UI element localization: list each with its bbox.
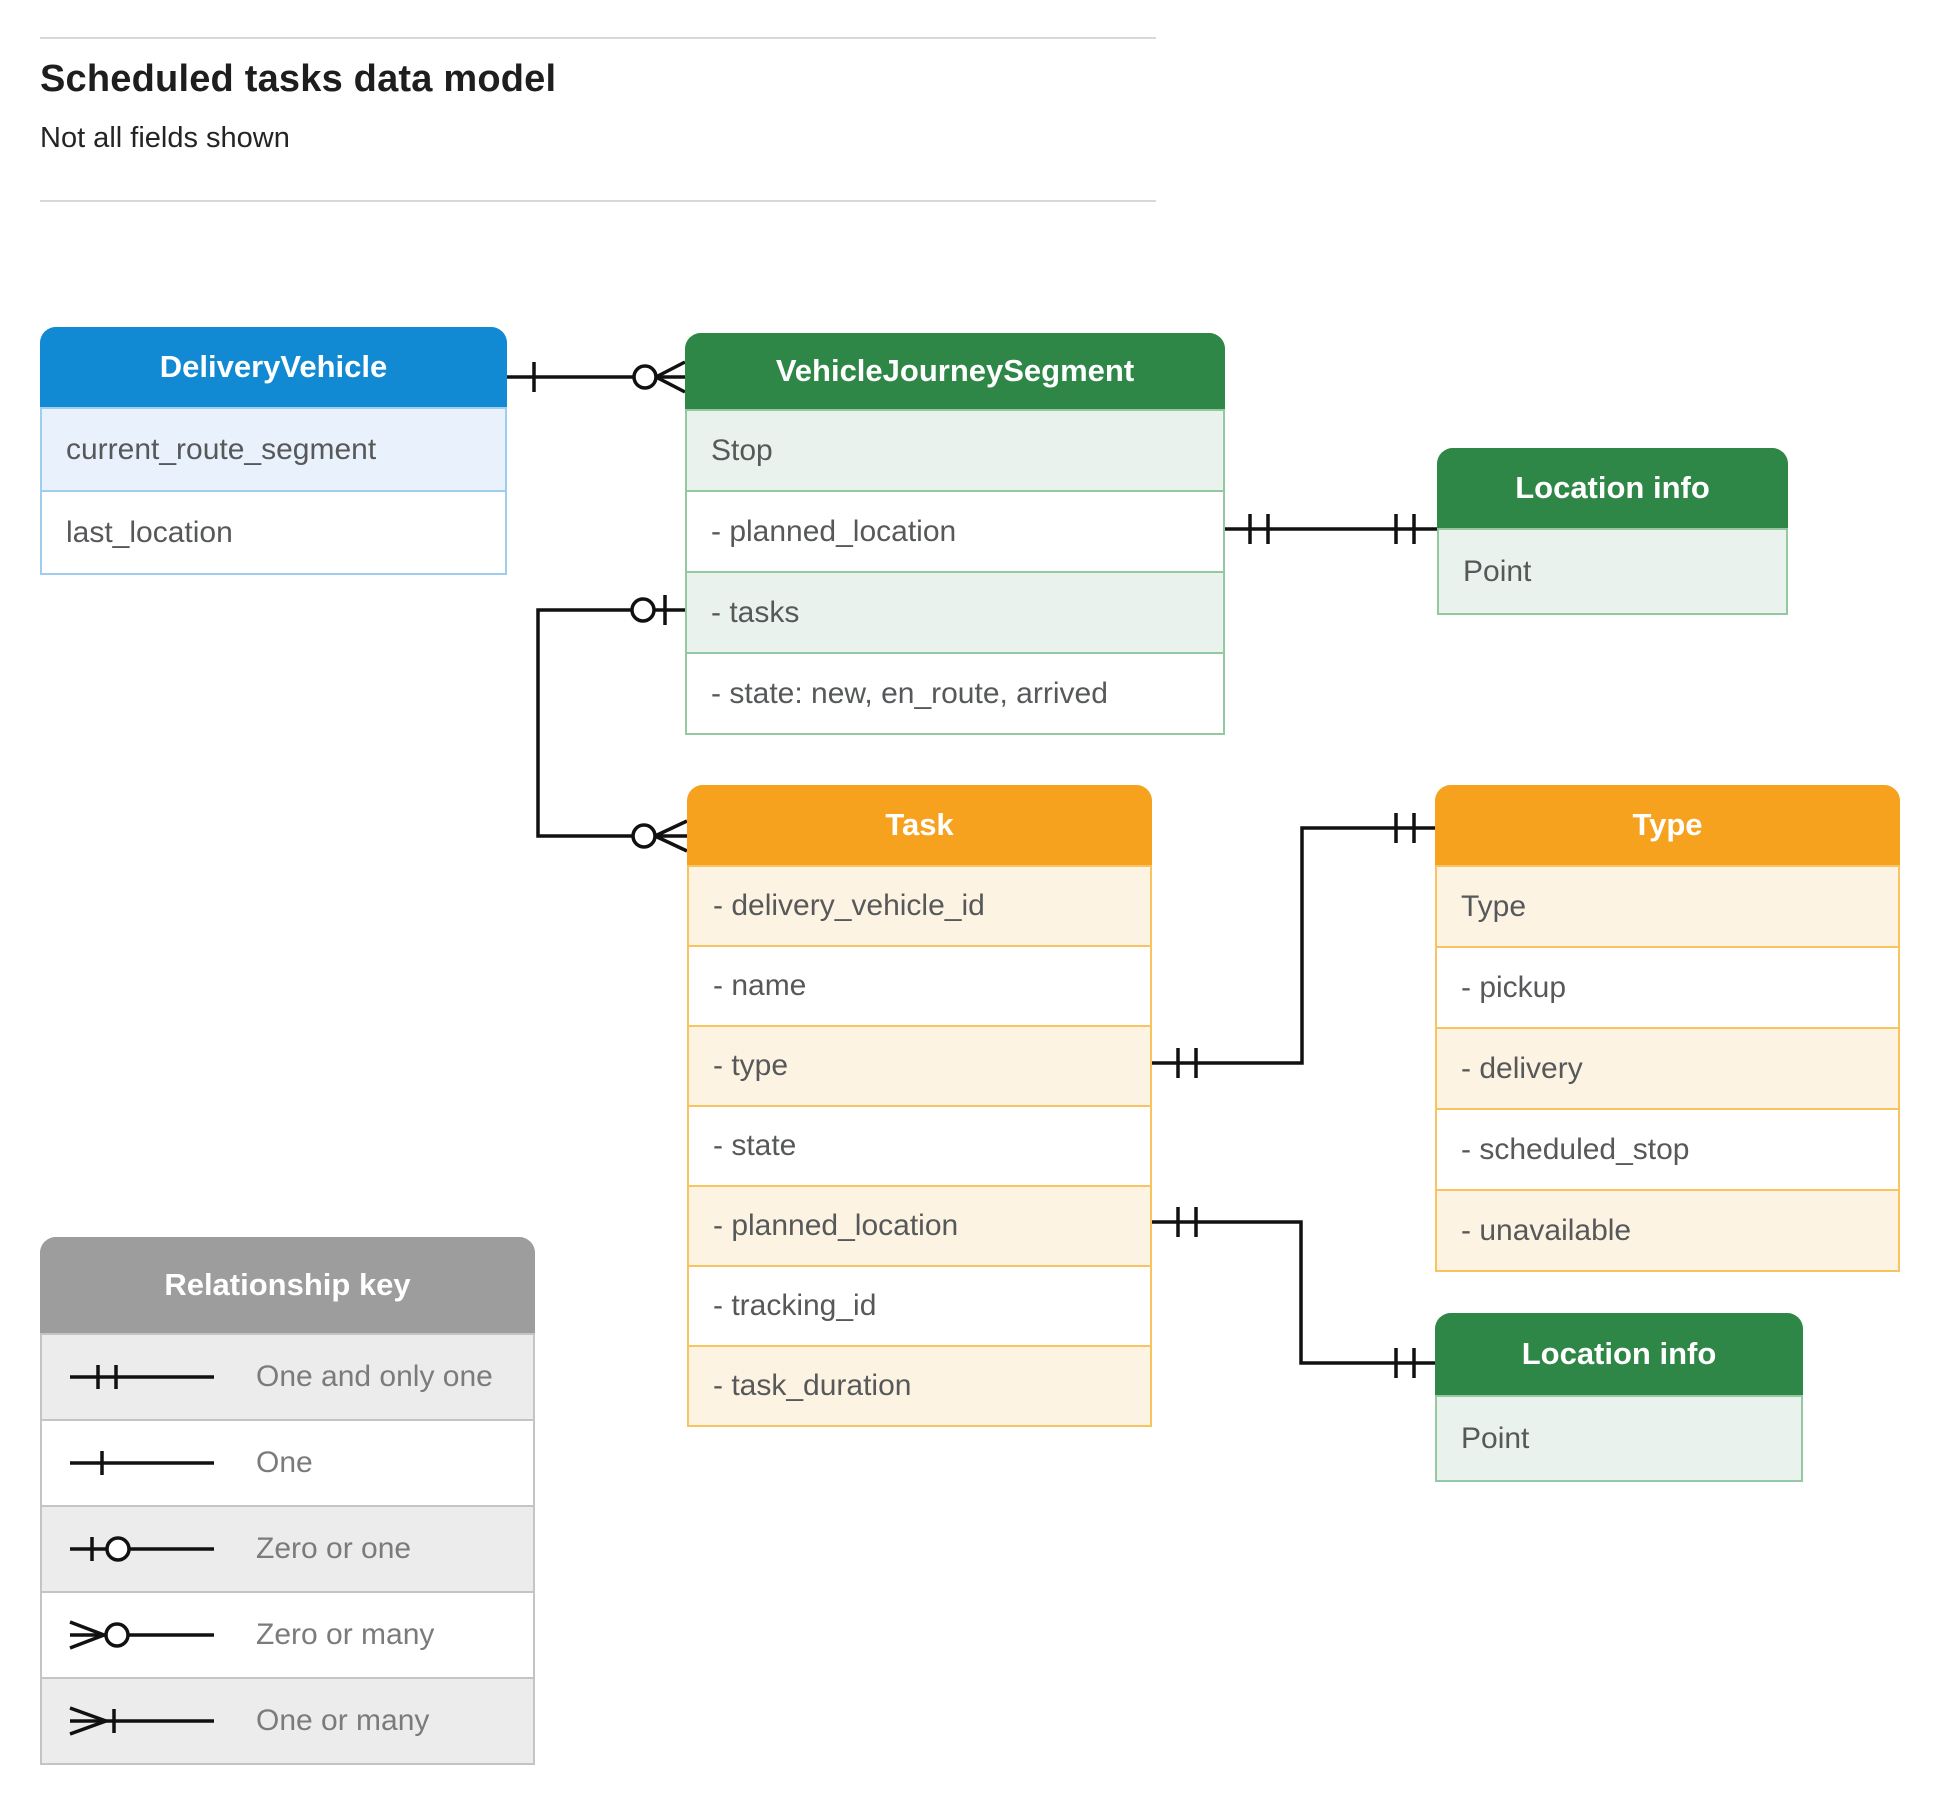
field-tracking-id: - tracking_id [689, 1265, 1150, 1345]
entity-deliveryvehicle: DeliveryVehicle current_route_segment la… [40, 327, 507, 575]
legend-label: One or many [256, 1704, 430, 1737]
entity-task: Task - delivery_vehicle_id - name - type… [687, 785, 1152, 1427]
field-point-bottom: Point [1437, 1395, 1801, 1480]
entity-deliveryvehicle-title: DeliveryVehicle [40, 327, 507, 407]
connector-vjs-tasks-task [536, 595, 688, 853]
field-current-route-segment: current_route_segment [42, 407, 505, 490]
field-stop: Stop [687, 409, 1223, 490]
legend-item-one-and-only-one: One and only one [42, 1333, 533, 1419]
top-divider [40, 37, 1156, 39]
field-vjs-planned-location: - planned_location [687, 490, 1223, 571]
legend-label: One [256, 1446, 313, 1479]
field-delivery-vehicle-id: - delivery_vehicle_id [689, 865, 1150, 945]
zero-or-one-symbol [70, 1536, 214, 1562]
entity-vehiclejourneysegment: VehicleJourneySegment Stop - planned_loc… [685, 333, 1225, 735]
field-type-type: Type [1437, 865, 1898, 946]
page-title: Scheduled tasks data model [40, 58, 557, 100]
field-unavailable: - unavailable [1437, 1189, 1898, 1270]
legend-label: Zero or one [256, 1532, 412, 1565]
page-subtitle: Not all fields shown [40, 122, 290, 154]
entity-locationinfo-top-title: Location info [1437, 448, 1788, 528]
legend-item-one: One [42, 1419, 533, 1505]
field-tasks: - tasks [687, 571, 1223, 652]
entity-vehiclejourneysegment-title: VehicleJourneySegment [685, 333, 1225, 409]
field-last-location: last_location [42, 490, 505, 573]
field-scheduled-stop: - scheduled_stop [1437, 1108, 1898, 1189]
entity-type-title: Type [1435, 785, 1900, 865]
connector-deliveryvehicle-vehiclejourneysegment [507, 360, 686, 394]
legend-item-zero-or-many: Zero or many [42, 1591, 533, 1677]
entity-locationinfo-bottom-title: Location info [1435, 1313, 1803, 1395]
zero-or-many-symbol [69, 1620, 214, 1650]
field-name: - name [689, 945, 1150, 1025]
field-delivery: - delivery [1437, 1027, 1898, 1108]
entity-type: Type Type - pickup - delivery - schedule… [1435, 785, 1900, 1272]
entity-locationinfo-top: Location info Point [1437, 448, 1788, 615]
field-type: - type [689, 1025, 1150, 1105]
connector-task-type [1152, 813, 1435, 1078]
field-vjs-state: - state: new, en_route, arrived [687, 652, 1223, 733]
one-or-many-symbol [69, 1706, 214, 1736]
header-divider [40, 200, 1156, 202]
entity-locationinfo-bottom: Location info Point [1435, 1313, 1803, 1482]
entity-task-title: Task [687, 785, 1152, 865]
one-and-only-one-symbol [70, 1365, 214, 1389]
legend-item-zero-or-one: Zero or one [42, 1505, 533, 1591]
connector-task-locationinfo-bottom [1152, 1207, 1435, 1378]
field-task-duration: - task_duration [689, 1345, 1150, 1425]
field-task-planned-location: - planned_location [689, 1185, 1150, 1265]
field-state: - state [689, 1105, 1150, 1185]
connector-vjs-locationinfo-top [1225, 514, 1437, 544]
legend-title: Relationship key [40, 1237, 535, 1333]
field-pickup: - pickup [1437, 946, 1898, 1027]
legend-relationship-key: Relationship key One and only one One Ze… [40, 1237, 535, 1765]
legend-item-one-or-many: One or many [42, 1677, 533, 1763]
legend-label: Zero or many [256, 1618, 435, 1651]
field-point-top: Point [1439, 528, 1786, 613]
one-symbol [70, 1451, 214, 1475]
legend-label: One and only one [256, 1360, 493, 1393]
